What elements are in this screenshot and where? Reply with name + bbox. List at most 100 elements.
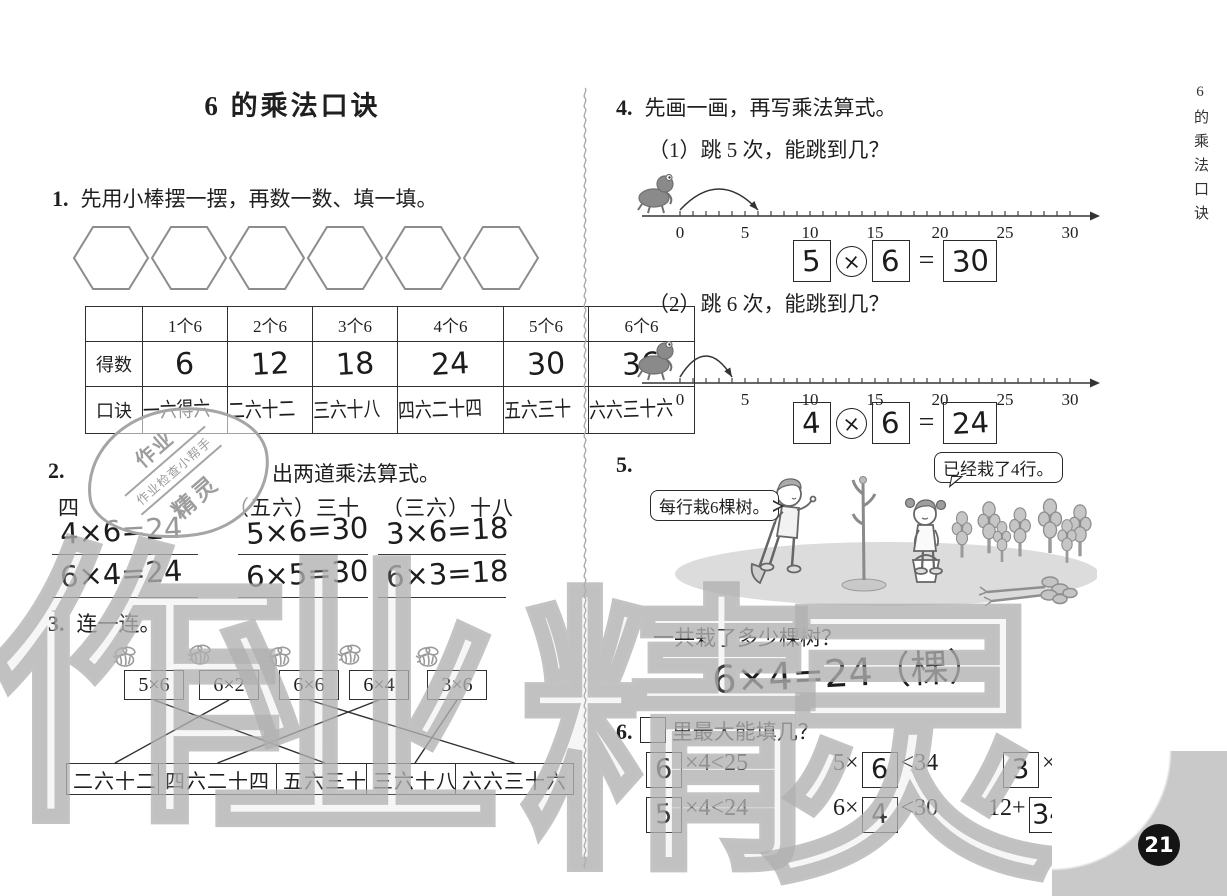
col-header: 2个6 (227, 306, 313, 342)
answer-line: 6×4=24 (52, 553, 198, 598)
q1-text: 先用小棒摆一摆，再数一数、填一填。 (80, 187, 438, 211)
q4-part2-question: （2）跳 6 次，能跳到几？ (648, 292, 890, 316)
blank-box (639, 717, 666, 743)
handwritten-equation: 6×5=30 (245, 553, 370, 594)
handwritten-value: 6 (174, 346, 196, 382)
handwritten-equation: 5×6=30 (245, 510, 370, 551)
expression-label: 6×4 (363, 673, 395, 696)
mnemonic-label: 四六二十四 (165, 770, 270, 793)
circled-times-icon: × (834, 243, 869, 279)
hexagon-row (72, 226, 540, 290)
boy-figure (750, 478, 817, 585)
fill-box: 5 (646, 796, 682, 833)
q3-header: 3. 连一连。 (48, 608, 161, 638)
expression-box: 6×2 (199, 670, 259, 700)
q3-number: 3. (48, 611, 65, 636)
svg-text:15: 15 (867, 390, 884, 409)
handwritten-equation: 6×3=18 (385, 553, 510, 594)
speech-bubble-right: 已经栽了4行。 (934, 452, 1063, 483)
equation-box: 30 (943, 240, 998, 282)
expression-label: 3×6 (441, 673, 473, 696)
svg-text:30: 30 (1062, 390, 1079, 409)
q2-text: 出两道乘法算式。 (272, 462, 440, 486)
svg-text:0: 0 (676, 223, 685, 242)
handwritten-mnemonic: 三六十八 (312, 396, 381, 423)
printed-suffix: <30 (900, 795, 939, 821)
q5-question: 一共栽了多少棵树？ (653, 626, 842, 650)
handwritten-factor: 6 (880, 405, 901, 441)
handwritten-value: 18 (335, 345, 375, 383)
hexagon-shape (150, 226, 228, 290)
circled-times-icon: × (834, 405, 869, 441)
svg-text:5: 5 (741, 223, 750, 242)
answer-line: 5×6=30 (238, 510, 370, 555)
inequality-item: 6× 4 <30 (833, 795, 938, 833)
col-header: 4个6 (397, 306, 504, 342)
q2-number: 2. (48, 458, 65, 483)
watermark-char: 业 (202, 533, 508, 882)
handwritten-factor: 6 (880, 243, 901, 279)
equation-row: 4 × 6 = 24 (770, 402, 1020, 444)
fallen-saplings (978, 576, 1078, 607)
answer-line: 4×6=24 (52, 511, 198, 555)
bee-icon (337, 643, 362, 665)
q3-text: 连一连。 (76, 612, 161, 636)
q4-text: 先画一画，再写乘法算式。 (644, 96, 897, 120)
bee-icon (187, 643, 212, 665)
page-title: 6 的乘法口诀 (204, 91, 381, 121)
col-header: 1个6 (142, 306, 228, 342)
page-number-badge: 21 (1138, 824, 1180, 866)
printed-prefix: 12+ (988, 795, 1026, 821)
answer-line: 6×3=18 (378, 553, 510, 598)
q6-header: 6. 里最大能填几？ (616, 716, 819, 746)
hexagon-shape (384, 226, 462, 290)
handwritten-value: 24 (430, 345, 471, 383)
handwritten-digit: 3 (1011, 753, 1031, 786)
equals-sign: = (918, 245, 935, 276)
expression-box: 3×6 (427, 670, 487, 700)
handwritten-digit: 6 (870, 753, 889, 786)
expression-box: 6×6 (279, 670, 339, 700)
handwritten-digit: 6 (654, 753, 674, 786)
q5-number: 5. (616, 452, 633, 477)
hexagon-shape (228, 226, 306, 290)
col-header: 3个6 (312, 306, 398, 342)
fill-box: 6 (861, 751, 898, 788)
hexagon-shape (462, 226, 540, 290)
equation-box: 6 (871, 240, 910, 282)
q2-prompt-first-char: 四 (58, 496, 79, 520)
svg-text:0: 0 (676, 390, 685, 409)
sapling (851, 476, 877, 581)
mnemonic-box: 五六三十 (276, 763, 374, 795)
printed-prefix: 6× (833, 795, 859, 821)
fill-box: 4 (861, 796, 898, 833)
svg-text:30: 30 (1062, 223, 1079, 242)
expression-box: 6×4 (349, 670, 409, 700)
q1-number: 1. (52, 186, 69, 211)
col-header: 6个6 (588, 306, 695, 342)
handwritten-result: 24 (951, 405, 990, 441)
ground (675, 542, 1099, 606)
equation-box: 4 (792, 402, 831, 444)
equation-box: 5 (792, 240, 831, 282)
column-divider (583, 87, 587, 869)
mnemonic-box: 二六十二 (66, 763, 164, 795)
expression-box: 5×6 (124, 670, 184, 700)
speech-bubble-left: 每行栽6棵树。 (650, 490, 783, 521)
handwritten-equation: 6×4=24 (59, 553, 184, 594)
equation-row: 5 × 6 = 30 (770, 240, 1020, 282)
q1-header: 1. 先用小棒摆一摆，再数一数、填一填。 (52, 183, 438, 213)
equation-box: 24 (943, 402, 998, 444)
svg-text:5: 5 (741, 390, 750, 409)
expression-label: 6×2 (213, 673, 245, 696)
handwritten-digit: 4 (870, 798, 889, 831)
svg-text:10: 10 (802, 390, 819, 409)
equation-box: 6 (871, 402, 910, 444)
handwritten-mnemonic: 四六二十四 (397, 396, 483, 423)
mnemonic-label: 三六十八 (373, 770, 457, 793)
q2-prompt: （三六）十八 (382, 496, 514, 520)
handwritten-value: 12 (250, 345, 290, 383)
hexagon-shape (306, 226, 384, 290)
